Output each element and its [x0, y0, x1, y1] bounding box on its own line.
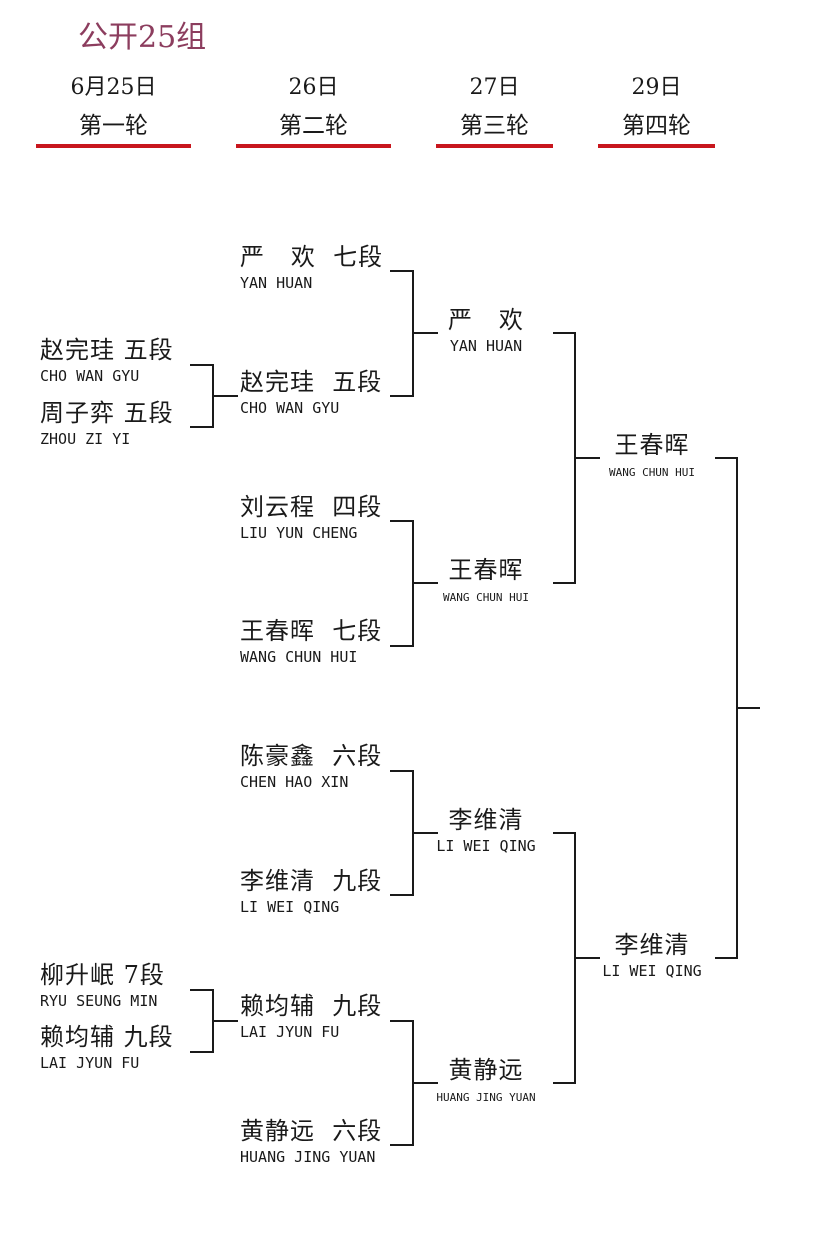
- player-name-cn: 黄静远 六段: [240, 1117, 383, 1145]
- player-name-en: LAI JYUN FU: [240, 1023, 340, 1041]
- round-name: 第三轮: [460, 113, 529, 139]
- player-name-en: YAN HUAN: [240, 274, 313, 292]
- r2-player-4: 王春晖 七段 WANG CHUN HUI: [240, 616, 382, 667]
- connector-r4: [715, 457, 738, 959]
- player-name-cn: 赖均辅 九段: [40, 1023, 174, 1051]
- player-name-cn: 李维清: [614, 931, 690, 959]
- player-name-en: HUANG JING YUAN: [436, 1091, 536, 1104]
- player-name-cn: 严 欢: [448, 306, 524, 334]
- round-date: 26日: [288, 75, 339, 100]
- player-name-cn: 赵完珪 五段: [240, 368, 383, 396]
- connector-r2-1: [390, 270, 414, 397]
- player-name-cn: 陈豪鑫 六段: [240, 742, 383, 770]
- r4-player-2: 李维清 LI WEI QING: [592, 930, 712, 981]
- r1-player-1: 赵完珪 五段 CHO WAN GYU: [40, 335, 174, 386]
- player-name-cn: 柳升岷 7段: [40, 961, 165, 989]
- connector-r2-3: [390, 770, 414, 896]
- round-name: 第二轮: [279, 113, 348, 139]
- connector-r1-bottom: [190, 989, 214, 1053]
- r3-player-4: 黄静远 HUANG JING YUAN: [426, 1055, 546, 1108]
- player-name-cn: 李维清: [448, 806, 524, 834]
- connector-r1-top: [190, 364, 214, 428]
- player-name-en: RYU SEUNG MIN: [40, 992, 158, 1010]
- r4-player-1: 王春晖 WANG CHUN HUI: [592, 430, 712, 483]
- player-name-en: CHO WAN GYU: [240, 399, 340, 417]
- player-name-en: CHEN HAO XIN: [240, 773, 349, 791]
- r2-player-6: 李维清 九段 LI WEI QING: [240, 866, 382, 917]
- round-date: 29日: [631, 75, 682, 100]
- round-header-3: 27日 第三轮: [436, 74, 553, 148]
- player-name-cn: 王春晖: [614, 431, 690, 459]
- player-name-en: WANG CHUN HUI: [608, 466, 696, 479]
- connector-r3-top: [553, 332, 576, 584]
- player-name-en: LI WEI QING: [240, 898, 340, 916]
- r1-player-4: 赖均辅 九段 LAI JYUN FU: [40, 1022, 174, 1073]
- player-name-en: YAN HUAN: [449, 337, 523, 355]
- player-name-en: LI WEI QING: [602, 962, 702, 980]
- connector-r2-4: [390, 1020, 414, 1146]
- r2-player-8: 黄静远 六段 HUANG JING YUAN: [240, 1116, 382, 1167]
- round-header-2: 26日 第二轮: [236, 74, 391, 148]
- player-name-en: WANG CHUN HUI: [240, 648, 358, 666]
- round-underline: [436, 144, 553, 148]
- r2-player-3: 刘云程 四段 LIU YUN CHENG: [240, 492, 382, 543]
- round-name: 第一轮: [79, 113, 148, 139]
- round-underline: [598, 144, 715, 148]
- player-name-cn: 王春晖 七段: [240, 617, 383, 645]
- r2-player-2: 赵完珪 五段 CHO WAN GYU: [240, 367, 382, 418]
- player-name-cn: 周子弈 五段: [40, 399, 174, 427]
- player-name-cn: 赖均辅 九段: [240, 992, 383, 1020]
- player-name-cn: 刘云程 四段: [240, 493, 383, 521]
- player-name-en: ZHOU ZI YI: [40, 430, 131, 448]
- connector-r2-2: [390, 520, 414, 647]
- player-name-cn: 黄静远: [448, 1056, 524, 1084]
- round-header-4: 29日 第四轮: [598, 74, 715, 148]
- player-name-cn: 李维清 九段: [240, 867, 383, 895]
- round-date: 27日: [469, 75, 520, 100]
- round-name: 第四轮: [622, 113, 691, 139]
- round-underline: [36, 144, 191, 148]
- player-name-cn: 赵完珪 五段: [40, 336, 174, 364]
- player-name-cn: 严 欢 七段: [240, 243, 384, 271]
- player-name-en: CHO WAN GYU: [40, 367, 140, 385]
- r1-player-3: 柳升岷 7段 RYU SEUNG MIN: [40, 960, 165, 1011]
- round-underline: [236, 144, 391, 148]
- player-name-en: LI WEI QING: [436, 837, 536, 855]
- r3-player-3: 李维清 LI WEI QING: [426, 805, 546, 856]
- round-header-1: 6月25日 第一轮: [36, 74, 191, 148]
- player-name-en: HUANG JING YUAN: [240, 1148, 376, 1166]
- player-name-en: WANG CHUN HUI: [442, 591, 530, 604]
- round-date: 6月25日: [70, 75, 157, 100]
- connector-r3-bottom: [553, 832, 576, 1084]
- r2-player-7: 赖均辅 九段 LAI JYUN FU: [240, 991, 382, 1042]
- r2-player-1: 严 欢 七段 YAN HUAN: [240, 242, 383, 293]
- bracket-title: 公开25组: [78, 20, 207, 55]
- r3-player-2: 王春晖 WANG CHUN HUI: [426, 555, 546, 608]
- player-name-cn: 王春晖: [448, 556, 524, 584]
- player-name-en: LAI JYUN FU: [40, 1054, 140, 1072]
- r3-player-1: 严 欢 YAN HUAN: [426, 305, 546, 356]
- player-name-en: LIU YUN CHENG: [240, 524, 358, 542]
- r1-player-2: 周子弈 五段 ZHOU ZI YI: [40, 398, 174, 449]
- r2-player-5: 陈豪鑫 六段 CHEN HAO XIN: [240, 741, 382, 792]
